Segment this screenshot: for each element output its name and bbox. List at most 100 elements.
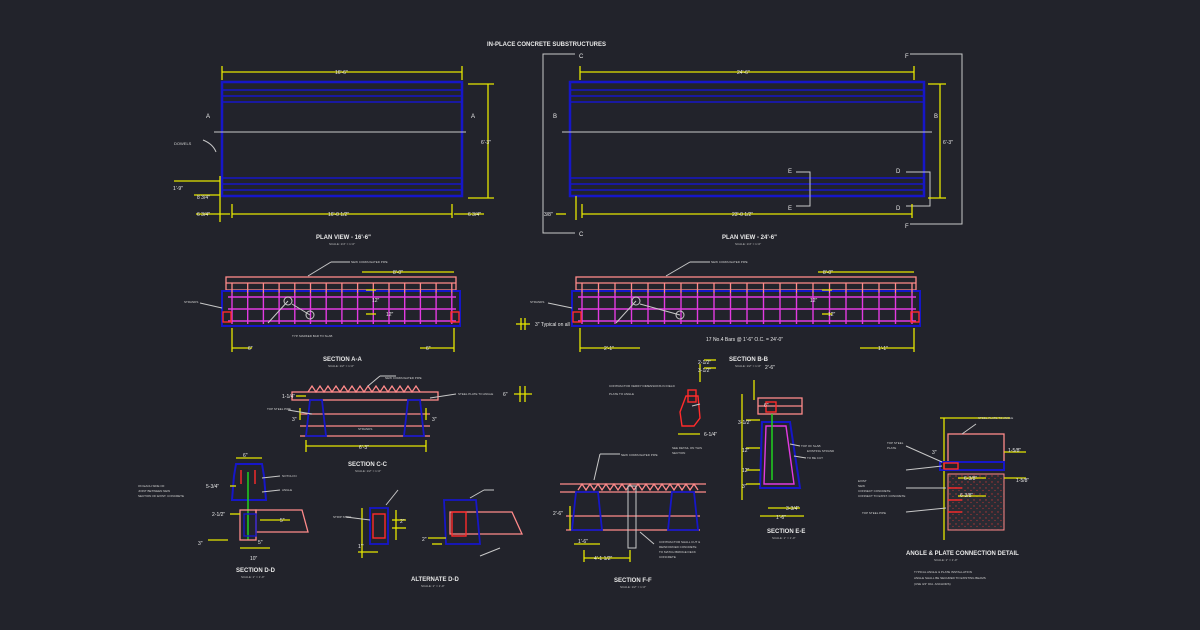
plan-right-cut-d-bottom: D [896, 206, 901, 212]
alt-d-scale: SCALE: 1" = 1'-0" [421, 584, 445, 588]
sec-f-dim-a: 2'-6" [553, 511, 563, 517]
plan-left-cut-a-right: A [471, 114, 475, 120]
sec-d-dim-5b: 5" [258, 540, 263, 546]
angle-scale: SCALE: 1" = 1'-0" [934, 558, 958, 562]
sec-e-dim-f: 3" [742, 484, 747, 490]
sec-d-dim-mid: 2-1/2" [212, 512, 225, 518]
sec-c-note-right: STEEL PLATE TO ANGLE [458, 392, 493, 396]
sec-b-dim-overall: 8'-0" [823, 270, 833, 276]
sec-a-dim-12a: 12" [372, 298, 380, 304]
detail-note-2: SEE DETAIL ON THIS [672, 446, 702, 450]
sec-f-scale: SCALE: 1/2" = 1'-0" [620, 585, 646, 589]
angle-note-left-1: TOP STEEL [887, 441, 904, 445]
sec-a-note-pipe: NEW CORRUGATED PIPE [351, 260, 388, 264]
plan-left-dim-offset: 8 3/4" [197, 195, 210, 201]
sec-b-dim-right: 1'-1" [878, 346, 888, 352]
sec-d-note-left-2: JOINT BETWEEN NEW [138, 489, 170, 493]
sec-d-dim-10: 10" [250, 556, 258, 562]
sec-c-note-mid: STRANDS [358, 427, 372, 431]
plan-right-cut-c-bottom: C [579, 232, 584, 238]
sec-c-scale: SCALE: 1/2" = 1'-0" [355, 469, 381, 473]
alt-d-dim-b: 2" [400, 519, 405, 525]
plan-view-left: 16'-6" 6'-3" 1'-9" 8 3/4" 6 3/4" 16'-0 1… [173, 66, 494, 246]
detail-note-1: PLATE TO ANGLE [609, 392, 634, 396]
sec-f-note-right-3: TO MATCH BRIDGE DECK [659, 550, 696, 554]
sec-a-scale: SCALE: 1/2" = 1'-0" [328, 364, 354, 368]
sec-b-note-pipe: NEW CORRUGATED PIPE [711, 260, 748, 264]
angle-note-left-2: PLATE [887, 446, 896, 450]
sec-d-note-right-2: ANGLE [282, 488, 292, 492]
sec-f-note-right-4: CONCRETE [659, 555, 676, 559]
sec-c-dim-right: 6" [503, 392, 508, 398]
sec-c-note-pipe: NEW CORRUGATED PIPE [385, 376, 422, 380]
plan-left-dim-edge: 1'-9" [173, 186, 183, 192]
sec-a-note-strands: STRANDS [184, 300, 198, 304]
sec-b-title: SECTION B-B [729, 357, 769, 363]
section-b-b: NEW CORRUGATED PIPE STRANDS 3" Typical o… [516, 260, 921, 368]
sec-e-note-1: TOP OF SLAB [801, 444, 821, 448]
sec-e-dim-c: 3-1/2" [738, 420, 751, 426]
angle-note-bottom-1: TYPICAL ANGLE & PLATE INSTALLATION [914, 570, 972, 574]
alt-d-dim-c: 2" [422, 537, 427, 543]
sec-e-note-3: TO BE CUT [807, 456, 823, 460]
plan-right-title: PLAN VIEW - 24'-6" [722, 235, 777, 241]
small-detail: 2-1/2" 3-1/2" 6-1/4" PLATE TO ANGLE SEE … [609, 359, 717, 455]
sec-d-title: SECTION D-D [236, 568, 276, 574]
sec-d-dim-side: 5-3/4" [206, 484, 219, 490]
angle-dim-d: 6-3/8" [960, 493, 973, 499]
plan-right-cut-b-left: B [553, 114, 557, 120]
sec-d-dim-5a: 5" [280, 518, 285, 524]
sec-f-note-right-1: CONTRACTOR SHALL CUT & [659, 540, 700, 544]
sec-e-dim-e: 12" [742, 468, 750, 474]
sec-f-note-pipe: NEW CORRUGATED PIPE [621, 453, 658, 457]
sec-a-dim-6l: 6" [248, 346, 253, 352]
sec-f-dim-c: 4'-1 1/2" [594, 556, 613, 562]
plan-view-right: 24'-6" 6'-3" 23'-0 1/2" 3/8" C C F F B B… [542, 53, 963, 246]
sec-d-note-left-3: SECTION OF EXIST. CONCRETE [138, 494, 184, 498]
angle-note-left-6: CONNECT TO EXIST. CONCRETE [858, 494, 905, 498]
plan-right-cut-f-bottom: F [905, 224, 909, 230]
sec-d-note-right-1: NOTCH IN [282, 474, 297, 478]
sec-c-dim-3l: 3" [292, 417, 297, 423]
sec-b-scale: SCALE: 1/2" = 1'-0" [735, 364, 761, 368]
alt-d-title: ALTERNATE D-D [411, 577, 459, 583]
angle-note-left-7: TOP STEEL PIPE [862, 511, 886, 515]
sec-e-dim-g: 3-3/4" [786, 506, 799, 512]
sec-c-title: SECTION C-C [348, 462, 388, 468]
sec-b-dim-left: 2'-1" [604, 346, 614, 352]
plan-left-dim-overall: 16'-6" [335, 70, 348, 76]
angle-dim-c: 6-3/8" [964, 476, 977, 482]
detail-dim-a: 2-1/2" [698, 360, 711, 366]
angle-note-bottom-3: (USE 3/4" DIA. ANCHORS) [914, 582, 951, 586]
sec-c-dim-top: 1-1/4" [282, 394, 295, 400]
plan-left-title: PLAN VIEW - 16'-6" [316, 235, 371, 241]
sec-c-dim-3r: 3" [432, 417, 437, 423]
detail-note-3: SECTION [672, 451, 685, 455]
sec-b-note-strands: STRANDS [530, 300, 544, 304]
sec-a-title: SECTION A-A [323, 357, 362, 363]
sec-a-dim-6r: 6" [426, 346, 431, 352]
section-c-c: NEW CORRUGATED PIPE STEEL PLATE TO ANGLE… [267, 375, 676, 473]
plan-left-dim-end-l: 6 3/4" [197, 212, 210, 218]
plan-right-dim-small: 3/8" [544, 212, 553, 218]
sheet-title: IN-PLACE CONCRETE SUBSTRUCTURES [487, 42, 606, 48]
section-d-d: 6" 5-3/4" 2-1/2" 5" 5" 10" 3" ON EACH SI… [138, 453, 309, 579]
plan-left-scale: SCALE: 1/4" = 1'-0" [329, 242, 355, 246]
angle-note-left-3: EXIST [858, 479, 867, 483]
angle-dim-a: 1-5/8" [1008, 448, 1021, 454]
angle-note-bottom-2: ANGLE SHALL BE SECURED TO EXISTING BEAMS [914, 576, 986, 580]
angle-note-left-5: CONNECT CONCRETE [858, 489, 890, 493]
sec-e-dim-h: 1'-6" [776, 515, 786, 521]
plan-right-cut-f-top: F [905, 54, 909, 60]
plan-right-cut-c-top: C [579, 54, 584, 60]
sec-c-dim-width: 6'-3" [359, 445, 369, 451]
sec-f-dim-b: 1'-6" [578, 539, 588, 545]
sec-b-typical: 3" Typical on all [535, 322, 570, 328]
plan-left-dim-width: 6'-3" [481, 140, 491, 146]
sec-e-dim-b: 6" [764, 403, 769, 409]
sec-c-note-far: CONTRACTOR VERIFY DIMENSIONS IN FIELD [609, 384, 676, 388]
sec-e-dim-d: 12" [742, 448, 750, 454]
detail-dim-c: 6-1/4" [704, 432, 717, 438]
sec-e-dim-a: 2'-6" [765, 365, 775, 371]
